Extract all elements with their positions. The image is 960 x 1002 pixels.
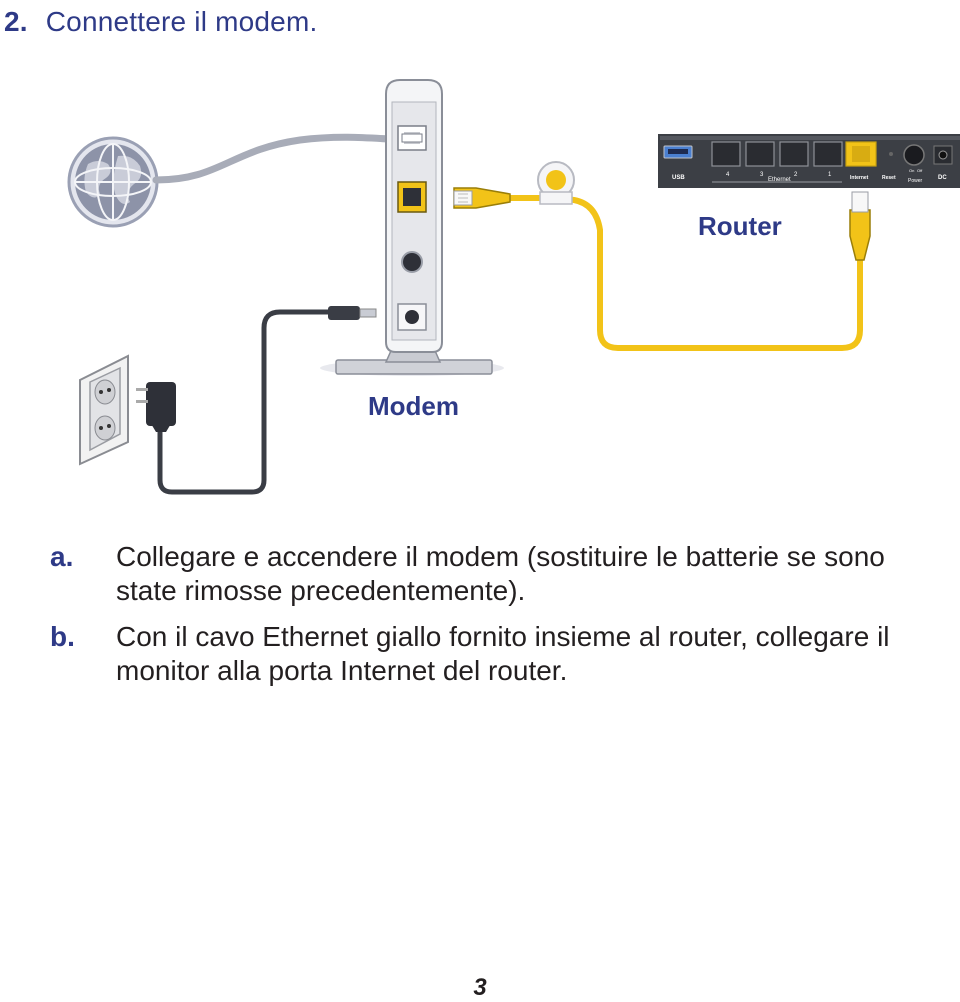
router-ethernet-label: Ethernet	[768, 177, 791, 183]
connection-diagram: USB 4 3 2 1 Ethernet Internet Reset On O…	[67, 79, 960, 495]
ethernet-cable	[510, 195, 863, 351]
power-cable	[157, 309, 330, 495]
ethernet-plug-router	[849, 191, 871, 261]
router-reset-label: Reset	[882, 175, 896, 181]
step-letter: b.	[50, 621, 75, 652]
instruction-steps: a. Collegare e accendere il modem (sosti…	[50, 540, 950, 700]
router-device: USB 4 3 2 1 Ethernet Internet Reset On O…	[658, 134, 960, 188]
step-item: a. Collegare e accendere il modem (sosti…	[50, 540, 950, 608]
phone-cable	[152, 133, 409, 184]
power-plug-modem	[328, 306, 377, 320]
ferrite-clip-icon	[537, 161, 575, 205]
router-port-number: 4	[726, 172, 730, 178]
step-text: Collegare e accendere il modem (sostitui…	[116, 541, 885, 606]
section-number: 2.	[4, 6, 28, 37]
power-adapter-icon	[136, 382, 176, 432]
step-item: b. Con il cavo Ethernet giallo fornito i…	[50, 620, 950, 688]
page-number: 3	[473, 974, 487, 1001]
modem-device	[320, 79, 504, 376]
step-text: Con il cavo Ethernet giallo fornito insi…	[116, 621, 890, 686]
router-internet-label: Internet	[850, 175, 869, 181]
step-letter: a.	[50, 541, 74, 572]
modem-label: Modem	[368, 391, 459, 421]
wall-outlet-icon	[79, 354, 129, 466]
ethernet-plug-modem	[453, 187, 511, 209]
router-port-number: 1	[828, 172, 832, 178]
router-label: Router	[698, 211, 782, 241]
router-dc-label: DC	[938, 175, 947, 181]
globe-icon	[67, 136, 159, 228]
section-heading: 2. Connettere il modem.	[4, 6, 317, 38]
router-off-label: Off	[917, 168, 923, 173]
router-port-number: 2	[794, 172, 798, 178]
router-power-label: Power	[908, 178, 923, 184]
router-port-number: 3	[760, 172, 764, 178]
section-title: Connettere il modem.	[45, 6, 318, 37]
router-usb-label: USB	[672, 175, 685, 181]
router-on-label: On	[909, 168, 914, 173]
